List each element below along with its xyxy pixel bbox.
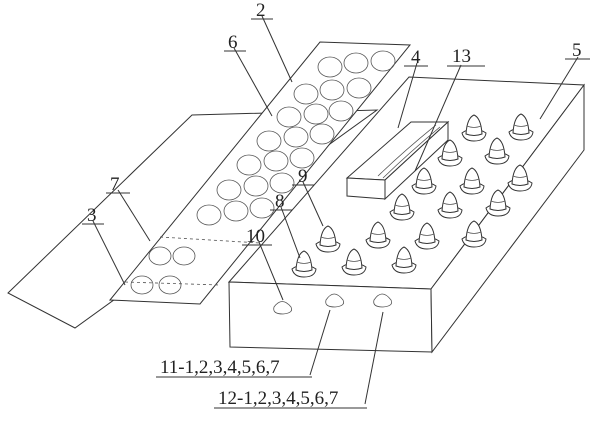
front-wells [273, 293, 393, 315]
label-10: 10 [246, 226, 265, 247]
card-circle [263, 150, 289, 172]
card-circle [346, 77, 372, 99]
label-11: 11-1,2,3,4,5,6,7 [160, 357, 280, 378]
cone-well [437, 139, 463, 167]
card-circle [223, 200, 249, 222]
label-12: 12-1,2,3,4,5,6,7 [218, 388, 338, 409]
card-circle [256, 130, 282, 152]
card-circle [370, 50, 396, 72]
card-circle [243, 175, 269, 197]
card [108, 41, 412, 305]
label-7: 7 [110, 174, 120, 195]
cone-well [485, 189, 511, 217]
card-circle [319, 79, 345, 101]
box [227, 76, 585, 354]
label-6: 6 [228, 32, 238, 53]
card-circle [148, 246, 172, 266]
card-circle [158, 275, 182, 295]
cone-well [507, 164, 533, 192]
box-side-face [430, 83, 585, 354]
card-circle [303, 103, 329, 125]
card-circle [328, 100, 354, 122]
card-circle [236, 154, 262, 176]
cone-well [315, 225, 341, 253]
card-circle [172, 246, 196, 266]
cone-well [365, 221, 391, 249]
card-circle [276, 106, 302, 128]
cone-well [437, 191, 463, 219]
card-circle [289, 147, 315, 169]
card-circle [216, 179, 242, 201]
label-3: 3 [87, 205, 97, 226]
label-8: 8 [275, 191, 285, 212]
card-circle [196, 204, 222, 226]
cone-wells [291, 113, 534, 278]
card-circles [130, 50, 396, 295]
raised-bar [345, 120, 450, 201]
card-circle [317, 56, 343, 78]
label-4: 4 [411, 47, 421, 68]
cone-well [411, 167, 437, 195]
card-circle [249, 197, 275, 219]
cone-well [459, 167, 485, 195]
cone-well [391, 246, 417, 274]
box-front-face [228, 281, 433, 353]
cone-well [291, 250, 317, 278]
cone-well [508, 113, 534, 141]
label-9: 9 [298, 166, 308, 187]
cone-well [341, 248, 367, 276]
card-circle [283, 126, 309, 148]
front-well [273, 301, 293, 315]
card-circle [343, 52, 369, 74]
card-circle [130, 275, 154, 295]
cone-well [389, 193, 415, 221]
leader-lines [92, 15, 579, 405]
front-well [325, 293, 345, 308]
label-13: 13 [452, 46, 471, 67]
card-circle [293, 83, 319, 105]
cone-well [414, 222, 440, 250]
labels: 2 6 4 13 5 7 3 9 8 10 11-1,2,3,4,5,6,7 1… [82, 0, 590, 409]
card-circle [269, 172, 295, 194]
front-well [373, 293, 393, 308]
cone-well [461, 114, 487, 142]
label-2: 2 [256, 0, 266, 21]
cone-well [484, 137, 510, 165]
label-5: 5 [572, 40, 582, 61]
cone-well [461, 220, 487, 248]
card-circle [309, 123, 335, 145]
